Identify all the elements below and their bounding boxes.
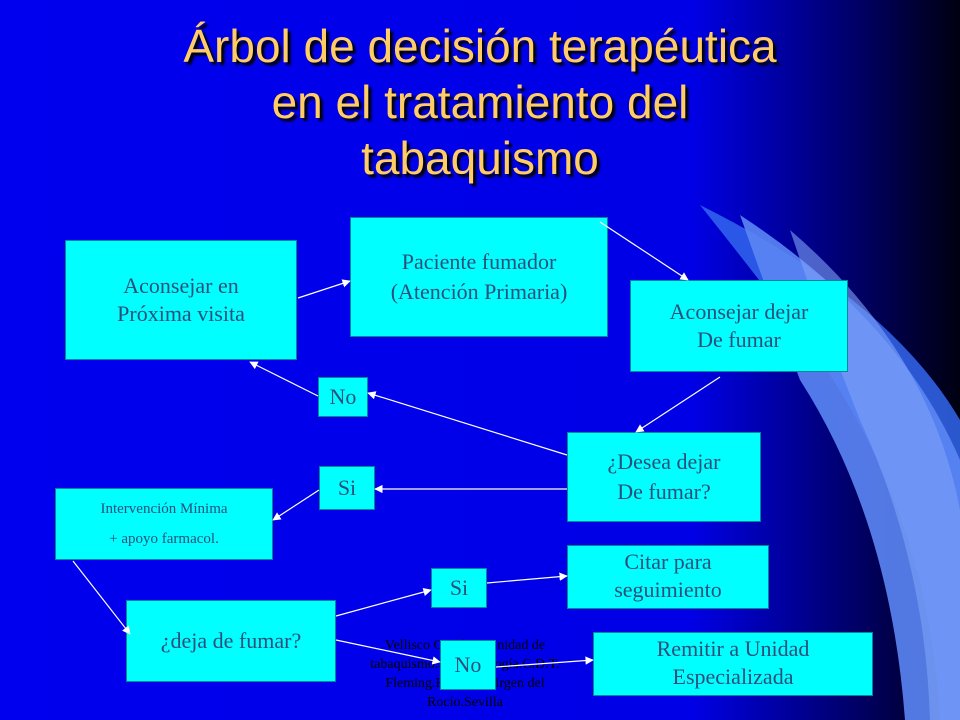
node-text: Aconsejar en (123, 273, 239, 298)
title-line-1: Árbol de decisión terapéutica (183, 20, 777, 72)
node-citar-seguimiento: Citar para seguimiento (567, 545, 769, 609)
node-text: + apoyo farmacol. (109, 531, 219, 547)
title-line-3: tabaquismo (361, 132, 599, 184)
node-text: Citar para (624, 549, 712, 574)
node-text: Próxima visita (117, 301, 245, 326)
title-line-2: en el tratamiento del (271, 76, 689, 128)
label-si-upper: Si (319, 466, 375, 510)
label-no-upper: No (318, 377, 368, 417)
node-text: Intervención Mínima (100, 501, 228, 517)
slide-title: Árbol de decisión terapéutica en el trat… (60, 18, 900, 186)
node-aconsejar-dejar: Aconsejar dejar De fumar (630, 280, 848, 372)
node-text: Aconsejar dejar (669, 299, 809, 324)
label-si-lower: Si (431, 568, 487, 608)
node-desea-dejar: ¿Desea dejar De fumar? (567, 432, 761, 522)
node-text: ¿deja de fumar? (160, 628, 302, 653)
node-text: Remitir a Unidad (656, 636, 810, 661)
node-intervencion-minima: Intervención Mínima + apoyo farmacol. (55, 488, 273, 560)
node-text: De fumar? (617, 479, 711, 504)
node-text: ¿Desea dejar (607, 449, 721, 474)
node-remitir-unidad: Remitir a Unidad Especializada (593, 632, 873, 696)
node-aconsejar-proxima-visita: Aconsejar en Próxima visita (65, 240, 297, 360)
credit-line: Rocío.Sevilla (427, 695, 503, 710)
node-text: Especializada (672, 664, 794, 689)
node-text: (Atención Primaria) (390, 279, 568, 304)
node-paciente-fumador: Paciente fumador (Atención Primaria) (350, 217, 608, 337)
node-deja-de-fumar: ¿deja de fumar? (126, 600, 336, 682)
label-no-lower: No (440, 640, 496, 690)
node-text: seguimiento (614, 577, 722, 602)
node-text: De fumar (697, 327, 781, 352)
node-text: Paciente fumador (401, 249, 557, 274)
